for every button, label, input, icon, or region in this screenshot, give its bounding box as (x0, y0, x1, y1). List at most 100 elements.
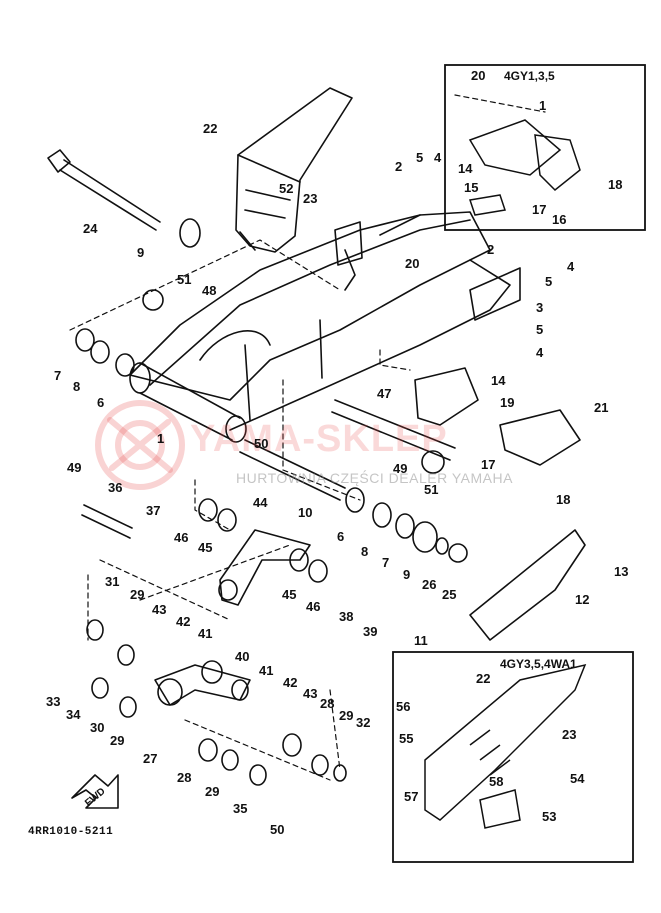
part-number: 6 (97, 395, 105, 410)
part-number: 4 (536, 345, 544, 360)
part-number: 28 (320, 696, 335, 711)
part-number: 9 (403, 567, 411, 582)
part-number: 3 (536, 300, 544, 315)
part-number: 45 (282, 587, 297, 602)
bottom-box-parts (424, 663, 587, 829)
part-number: 26 (422, 577, 437, 592)
part-number: 41 (198, 626, 213, 641)
part-number: 36 (108, 480, 123, 495)
part-number: 29 (205, 784, 220, 799)
part-number: 2 (487, 242, 495, 257)
part-number: 29 (130, 587, 145, 602)
part-number: 13 (614, 564, 629, 579)
part-number: 49 (393, 461, 408, 476)
part-number: 49 (67, 460, 82, 475)
part-number: 41 (259, 663, 274, 678)
part-number: 37 (146, 503, 161, 518)
part-number: 10 (298, 505, 313, 520)
part-number: 30 (90, 720, 105, 735)
part-number: 17 (532, 202, 547, 217)
part-number: 14 (458, 161, 473, 176)
part-number: 44 (253, 495, 268, 510)
part-number: 15 (464, 180, 479, 195)
part-number: 50 (254, 436, 269, 451)
chain-guard-lower (469, 529, 586, 641)
part-number: 8 (361, 544, 369, 559)
part-number: 52 (279, 181, 294, 196)
part-number: 4 (434, 150, 442, 165)
chain-puller (499, 409, 581, 466)
watermark-logo (95, 400, 185, 490)
part-number: 5 (536, 322, 544, 337)
part-number: 1 (539, 98, 547, 113)
part-number: 27 (143, 751, 158, 766)
washer-right (435, 537, 449, 555)
part-number: 22 (476, 671, 491, 686)
bearing-29b (119, 696, 137, 718)
spacer-31 (86, 619, 104, 641)
collar-40 (231, 679, 249, 701)
leader-lines (69, 94, 546, 781)
part-number: 18 (608, 177, 623, 192)
seal-left (90, 340, 110, 364)
watermark-subtitle: HURTOWNIA CZĘŚCI DEALER YAMAHA (236, 470, 513, 486)
part-number: 22 (203, 121, 218, 136)
part-number: 38 (339, 609, 354, 624)
part-number: 34 (66, 707, 81, 722)
seal-29d (311, 754, 329, 776)
part-number: 14 (491, 373, 506, 388)
part-number: 1 (157, 431, 165, 446)
part-number: 50 (270, 822, 285, 837)
chain-guide (414, 367, 479, 426)
part-number: 8 (73, 379, 81, 394)
collar-35 (249, 764, 267, 786)
part-number: 12 (575, 592, 590, 607)
thrust-cover-left (75, 328, 95, 352)
part-number: 21 (594, 400, 609, 415)
part-number: 57 (404, 789, 419, 804)
part-number: 58 (489, 774, 504, 789)
thrust-cover-right (395, 513, 415, 539)
part-number: 39 (363, 624, 378, 639)
part-number: 47 (377, 386, 392, 401)
part-number: 5 (545, 274, 553, 289)
oil-seal (179, 218, 201, 248)
part-number: 48 (202, 283, 217, 298)
part-number: 42 (176, 614, 191, 629)
part-number: 7 (382, 555, 390, 570)
part-number: 35 (233, 801, 248, 816)
variant-box-top-title: 4GY1,3,5 (504, 69, 555, 83)
part-number: 51 (177, 272, 192, 287)
part-number: 46 (306, 599, 321, 614)
oil-seal-right (412, 521, 438, 553)
cap-right (421, 450, 445, 474)
diagram-code: 4RR1010-5211 (28, 826, 114, 838)
part-number: 17 (481, 457, 496, 472)
part-number: 18 (556, 492, 571, 507)
part-number: 54 (570, 771, 585, 786)
part-number: 42 (283, 675, 298, 690)
part-number: 29 (110, 733, 125, 748)
part-number: 20 (405, 256, 420, 271)
part-number: 40 (235, 649, 250, 664)
part-number: 16 (552, 212, 567, 227)
part-number: 43 (152, 602, 167, 617)
variant-box-bottom-title: 4GY3,5,4WA1 (500, 657, 577, 671)
top-box-parts (468, 119, 581, 216)
collar-30 (91, 677, 109, 699)
bearing-45 (289, 548, 309, 572)
part-number: 24 (83, 221, 98, 236)
part-number: 11 (414, 633, 428, 648)
seal-right (372, 502, 392, 528)
part-number: 2 (395, 159, 403, 174)
bearing-29c (221, 749, 239, 771)
part-number: 51 (424, 482, 439, 497)
part-number: 9 (137, 245, 145, 260)
part-number: 23 (562, 727, 577, 742)
seal-46 (308, 559, 328, 583)
bearing-28a (198, 738, 218, 762)
nut-right (448, 543, 468, 563)
swingarm-body (129, 211, 521, 443)
part-number: 31 (105, 574, 120, 589)
